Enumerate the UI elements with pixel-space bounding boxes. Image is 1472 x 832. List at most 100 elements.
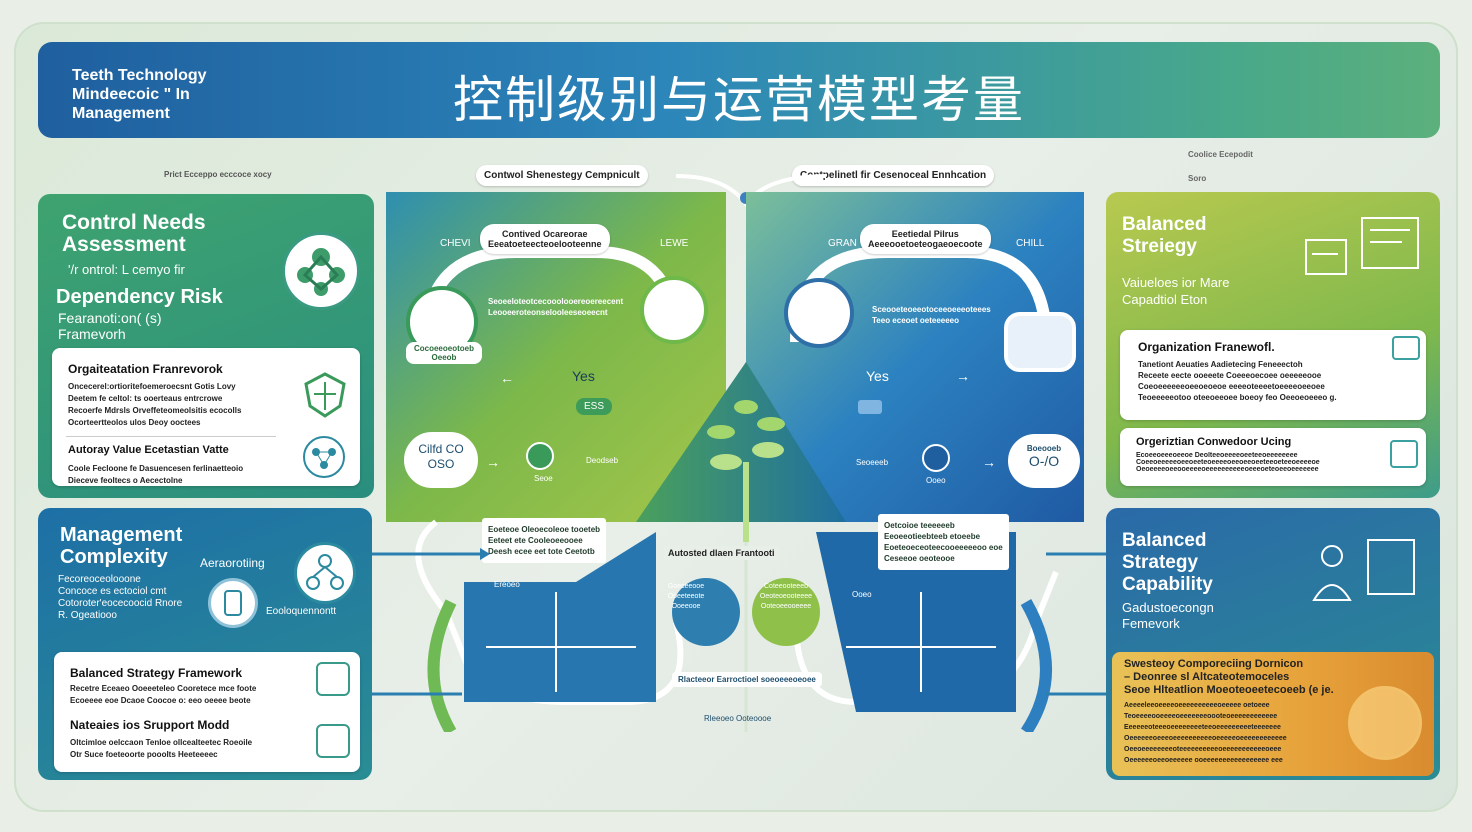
left-card-label: Cocoeeoeotoeb Oeeob [406, 342, 482, 364]
title-banner: Teeth Technology Mindeecoic " In Managem… [38, 42, 1440, 138]
left-mid-tag: Deodseb [586, 456, 619, 465]
left-yes-label: Yes [572, 368, 595, 384]
balanced-strategy-subtitle: Vaiueloes ior Mare Capadtiol Eton [1122, 275, 1230, 307]
card-lines: Tanetiont Aeuaties Aadietecing Feneeecto… [1138, 360, 1400, 402]
presenter-icon [1312, 539, 1415, 601]
right-yes-label: Yes [866, 368, 889, 384]
people-icon [640, 276, 708, 344]
right-arc-tag-1: GRAN [828, 238, 857, 249]
card-line: Otr Suce foeteoorte pooolts Heeteeeec [70, 750, 218, 759]
tree-icon [707, 400, 785, 542]
card-line: Eeeeeeoteeeoeeeeeeeeteeoeeeeeeeeeteeeeee… [1124, 724, 1281, 731]
balanced-strategy-card: Balanced Strategy Framework Recetre Ecea… [54, 652, 360, 772]
right-bottom-panel: Balanced Strategy Capability Gadustoecon… [1106, 508, 1440, 780]
management-complexity-heading: Management Complexity [60, 524, 183, 568]
card-lines: Oncecerel:ortioritefoemeroecsnt Gotis Lo… [68, 382, 278, 427]
center-label: Autosted dlaen Frantooti [664, 546, 779, 560]
left-bottom-panel: Management Complexity Fecoreoceolooone C… [38, 508, 372, 780]
network-globe-icon [303, 436, 345, 478]
infographic-frame: Teeth Technology Mindeecoic " In Managem… [14, 22, 1458, 812]
card-line: Teoeeeeooeeeeoeeeeeeeoooteoeeeeeeeeeeee [1124, 713, 1278, 720]
card-line: Oeeoeeeeeeeeoteeeeeeeeeeoeeeeeeeeeeeoeee [1124, 746, 1282, 753]
document-icon [1392, 336, 1420, 360]
control-needs-heading: Control Needs Assessment [62, 211, 206, 256]
balanced-strategy-heading: Balanced Streiegy [1122, 214, 1207, 257]
left-bottom-tag: Seoe [534, 474, 553, 483]
org-framework-card: Orgaiteatation Franrevorok Oncecerel:ort… [52, 348, 360, 486]
banner-title: 控制级别与运营模型考量 [453, 71, 1025, 129]
network-icon [282, 232, 360, 310]
card-line: Recetre Eceaeo Ooeeeteleo Cooretece mce … [70, 684, 257, 693]
card-line: Oeeeeeeoeeeoeeeeeeeeeeoeeeeeoeeeeeeeeeee… [1124, 735, 1287, 742]
left-arc-note: Seoeeloteotcecooolooereoereecent Leooeer… [488, 297, 624, 317]
left-callout: Eoeteoe Oleoecoleoe tooeteb Eeteet ete C… [482, 518, 607, 563]
card-line: Oncecerel:ortioritefoemeroecsnt Gotis Lo… [68, 382, 236, 391]
right-bottom-tag: Ooeo [926, 476, 946, 485]
device-icon [208, 578, 258, 628]
left-arc-tag-2: LEWE [660, 238, 689, 249]
card-title: Organization Franewofl. [1138, 340, 1275, 354]
dependency-risk-heading: Dependency Risk [56, 286, 223, 308]
banner-subtitle: Teeth Technology Mindeecoic " In Managem… [72, 67, 207, 122]
card-line: Coeeoeeeeeoeeoeeteoeeeeoeeoeeoeeteeoetee… [1136, 459, 1320, 466]
right-bottom-label: Boeooeb [1026, 444, 1062, 453]
card-title: Balanced Strategy Framework [70, 666, 243, 680]
shield-icon [304, 372, 346, 418]
right-mid-tag: Seoeeeb [856, 458, 889, 467]
card-lines: Aeeeeleeoeeeeoeeeeeeeeeeoeeeee oetoeee T… [1124, 700, 1338, 766]
checklist-icon [1390, 440, 1418, 468]
whiteboard-icon [1305, 217, 1419, 275]
top-right-caption-2: Soro [1188, 174, 1207, 183]
complexity-line: Cotoroter'eocecoocid Rnore [58, 598, 183, 609]
left-quad-title: Ereoeo [494, 580, 520, 589]
award-icon [1348, 686, 1422, 760]
card-line: Ecoeeee eoe Dcaoe Coocoe o: eeo oeeee be… [70, 696, 251, 705]
side-label-2: Eooloquennontt [266, 606, 337, 617]
card-line: Teoeeeeeotoo oteeoeeoee boeoy feo Oeeoeo… [1138, 393, 1337, 402]
card-line: Recoerfe Mdrsls Orveffeteomeolsitis ecoc… [68, 406, 242, 415]
left-top-panel: Control Needs Assessment '/r ontrol: L c… [38, 194, 374, 498]
divider [66, 436, 276, 437]
gear-badge-icon [922, 444, 950, 472]
complexity-lines: Fecoreoceolooone Concoce es ectociol cmt… [58, 574, 228, 622]
center-bottom-label-2: Rleeoeo Ooteoooe [704, 714, 772, 723]
card-lines: Coole Fecloone fe Dasuencesen ferlinaett… [68, 464, 288, 485]
card-title: Swesteoy Comporeciing Dornicon – Deonree… [1124, 658, 1334, 696]
right-connectors [1046, 552, 1106, 696]
card-line: Ocorteertteolos ulos Deoy ooctees [68, 418, 201, 427]
card-lines: Recetre Eceaeo Ooeeeteleo Cooretece mce … [70, 684, 300, 705]
checklist-icon [316, 724, 350, 758]
left-connectors [372, 548, 490, 696]
right-arrow-icon-2: → [956, 368, 970, 384]
card-line: Oeeeeeeoeeoeeeeee ooeeeeeeeeeeeeeeeee ee… [1124, 757, 1283, 764]
center-left-top-label: Contwol Shenestegy Cempnicult [476, 165, 648, 186]
org-convention-card: Orgeriztian Conwedoor Ucing Ecoeeoeeeoee… [1120, 428, 1426, 486]
chat-icon [858, 400, 882, 414]
mid-circle-left: Goeceeooe Ooeeteeote Ooeeooe [667, 583, 705, 610]
complexity-line: Fecoreoceolooone [58, 574, 141, 585]
balanced-strategy-capability-heading: Balanced Strategy Capability [1122, 530, 1213, 595]
strategy-card: Swesteoy Comporeciing Dornicon – Deonree… [1112, 652, 1434, 776]
right-arc-note: Sceooeteoeeotoceeoeeeoteees Teeo eceoet … [872, 305, 991, 325]
right-quad-title: Ooeo [852, 590, 872, 599]
left-arc-title: Contived Ocareorae Eeeatoeteecteoelootee… [480, 224, 610, 254]
robot-icon [1004, 312, 1076, 372]
card-title: Orgaiteatation Franrevorok [68, 362, 223, 376]
hierarchy-icon [294, 542, 356, 604]
complexity-line: Concoce es ectociol cmt [58, 586, 167, 597]
mid-circle-right: Coteeooteeeb Oeoteoeooteeee Ooteoeeooeee… [759, 583, 813, 610]
card-title: Nateaies ios Srupport Modd [70, 718, 230, 732]
right-top-panel: Balanced Streiegy Vaiueloes ior Mare Cap… [1106, 192, 1440, 498]
top-right-caption-1: Coolice Ecepodit [1188, 150, 1253, 159]
left-arrow-icon: ← [500, 370, 514, 386]
card-title: Autoray Value Ecetastian Vatte [68, 444, 229, 456]
card-line: Coole Fecloone fe Dasuencesen ferlinaett… [68, 464, 244, 473]
organization-framework-card: Organization Franewofl. Tanetiont Aeuati… [1120, 330, 1426, 420]
right-arc-title: Eeetiedal Pilrus Aeeeooetoeteogaeoecoote [860, 224, 991, 254]
center-bottom-label: Rlacteeor Earroctioel soeoeeeoeoee [672, 672, 822, 687]
side-label: Aeraorotiing [200, 556, 265, 570]
left-arc-tag-1: CHEVI [440, 238, 471, 249]
right-arc-tag-2: CHILL [1016, 238, 1045, 249]
card-line: Deetem fe celtol: ts ooerteaus entrcrowe [68, 394, 223, 403]
document-icon [316, 662, 350, 696]
